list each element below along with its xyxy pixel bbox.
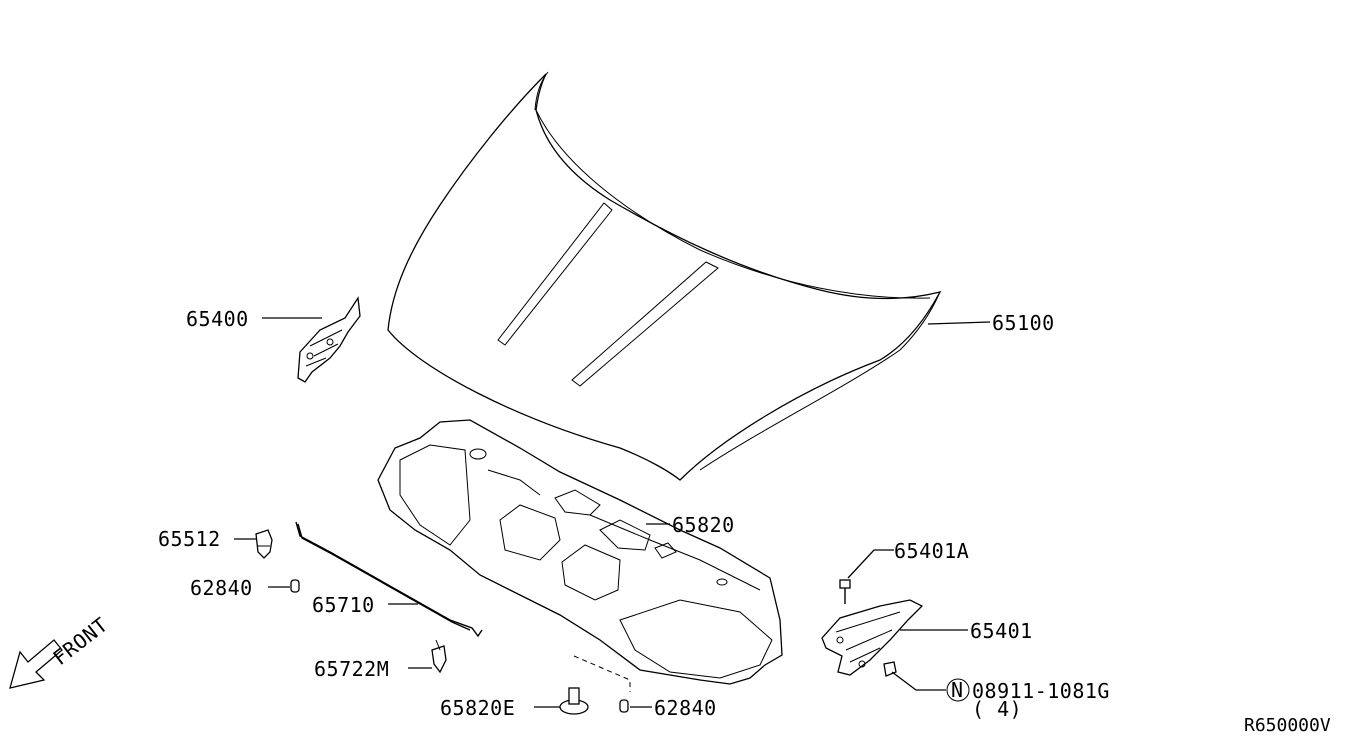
label-65722M[interactable]: 65722M <box>314 657 389 681</box>
label-65400[interactable]: 65400 <box>186 307 249 331</box>
hood-prop-rod[interactable] <box>295 521 483 638</box>
plug-62840-left[interactable] <box>290 579 300 593</box>
label-08911-quantity: ( 4) <box>972 697 1022 721</box>
front-arrow-icon <box>9 639 63 689</box>
bolt-65401A[interactable] <box>839 579 851 604</box>
label-65100[interactable]: 65100 <box>992 311 1055 335</box>
label-62840-bottom[interactable]: 62840 <box>654 696 717 720</box>
plug-62840-bottom[interactable] <box>619 699 629 713</box>
hood-hinge-left[interactable] <box>297 296 361 383</box>
hood-panel[interactable] <box>387 71 942 481</box>
label-65512[interactable]: 65512 <box>158 527 221 551</box>
label-65401A[interactable]: 65401A <box>894 539 969 563</box>
label-65401[interactable]: 65401 <box>970 619 1033 643</box>
clip-65512[interactable] <box>255 529 273 559</box>
label-08911-1081G[interactable]: 08911-1081G <box>972 679 1110 703</box>
clip-65722M[interactable] <box>431 639 447 674</box>
hood-hinge-right[interactable] <box>821 599 924 676</box>
label-65820[interactable]: 65820 <box>672 513 735 537</box>
label-65710[interactable]: 65710 <box>312 593 375 617</box>
label-65820E[interactable]: 65820E <box>440 696 515 720</box>
nut-symbol-icon <box>946 678 970 702</box>
front-label: FRONT <box>48 612 112 670</box>
diagram-code: R650000V <box>1244 715 1331 736</box>
label-08911-prefix: N <box>951 678 964 702</box>
clip-65820E[interactable] <box>559 687 589 715</box>
label-62840-left[interactable]: 62840 <box>190 576 253 600</box>
hood-insulator[interactable] <box>377 419 783 685</box>
